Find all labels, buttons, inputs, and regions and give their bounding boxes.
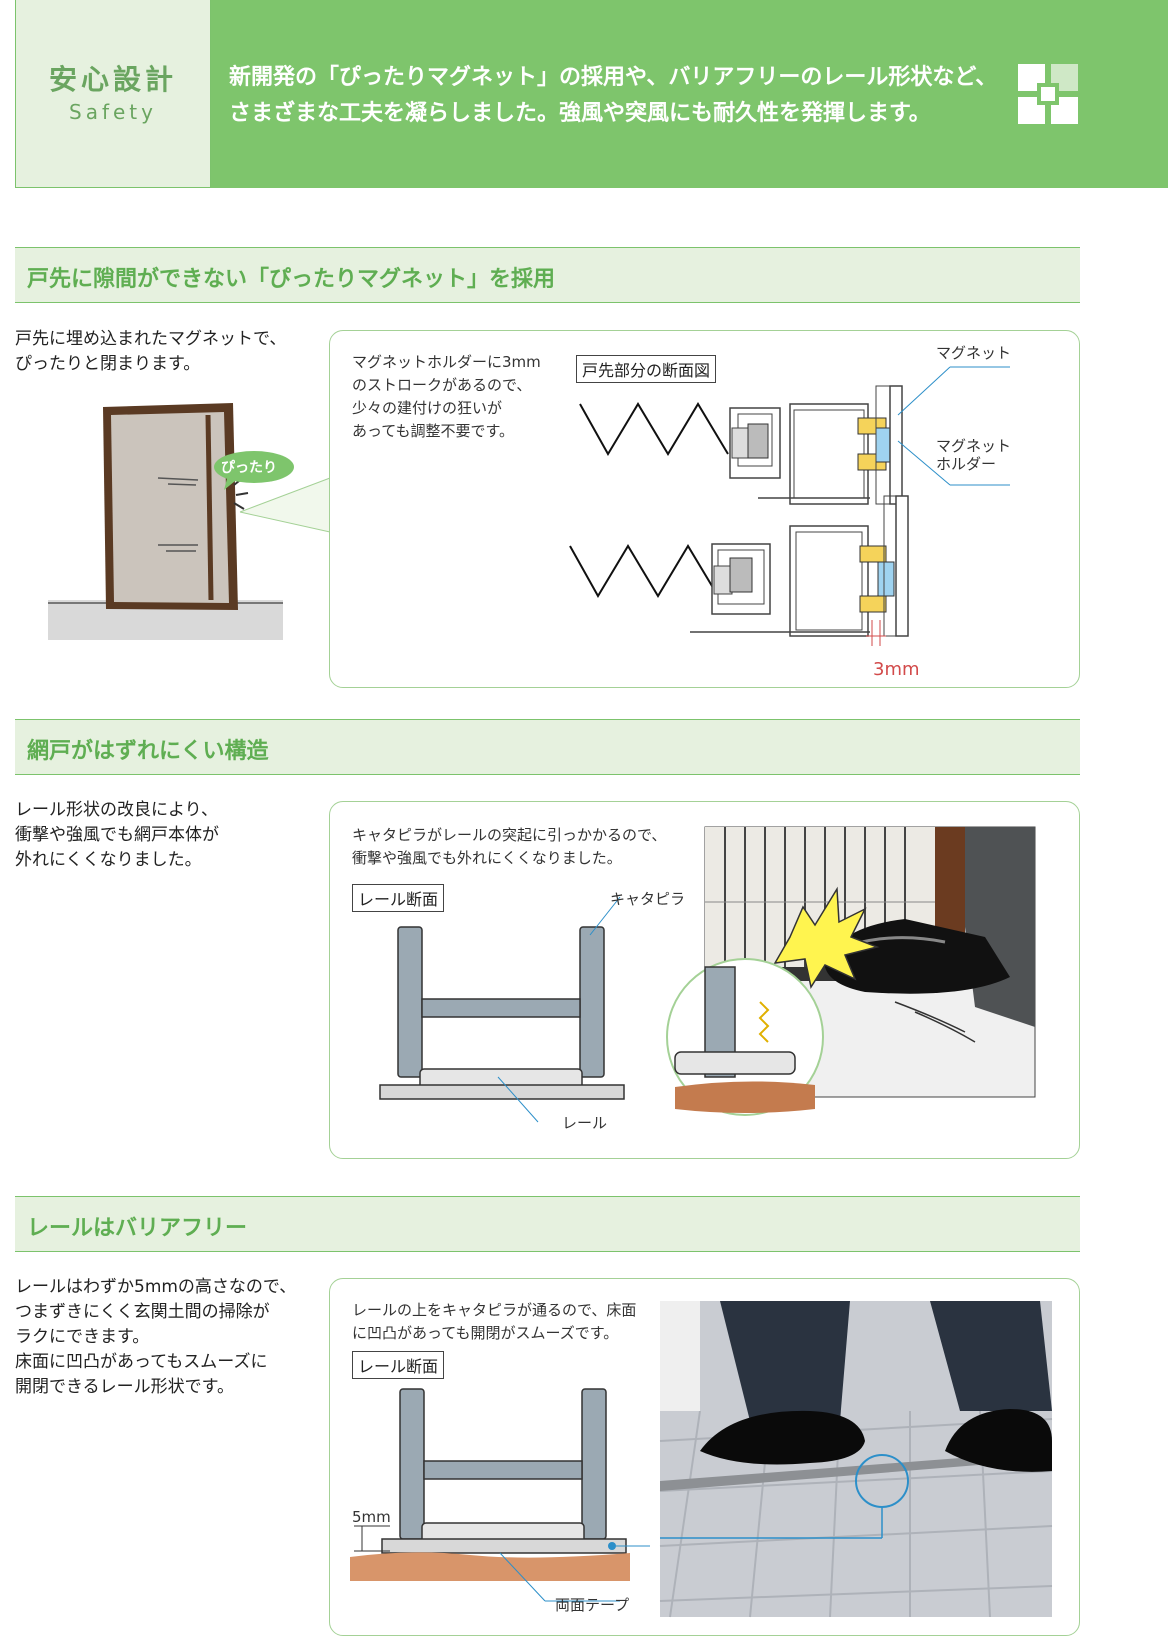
rail-structure-panel: キャタピラがレールの突起に引っかかるので、 衝撃や強風でも外れにくくなりました。… [329,801,1080,1159]
label-holder: マグネット ホルダー [936,437,1011,473]
note-line: 衝撃や強風でも外れにくくなりました。 [352,849,622,867]
label-tape: 両面テープ [555,1596,630,1614]
cross-section-label: 戸先部分の断面図 [576,355,717,383]
header-title-jp: 安心設計 [48,63,177,96]
label-rail: レール [562,1114,608,1132]
label-height: 5mm [352,1508,391,1526]
panel-note: キャタピラがレールの突起に引っかかるので、 衝撃や強風でも外れにくくなりました。 [352,824,666,870]
note-line: に凹凸があっても開閉がスムーズです。 [352,1324,619,1342]
section-description: レールはわずか5mmの高さなので、 つまずきにくく玄関土間の掃除が ラクにできま… [15,1275,296,1400]
header-title-block: 安心設計 Safety [15,0,211,188]
floor-photo-illustration [659,1301,1053,1618]
description-line: 開閉できるレール形状です。 [15,1377,234,1397]
note-line: レールの上をキャタピラが通るので、床面 [352,1301,637,1319]
label-holder-line: マグネット [936,437,1012,455]
section-description: レール形状の改良により、 衝撃や強風でも網戸本体が 外れにくくなりました。 [15,798,219,873]
header-text: 新開発の「ぴったりマグネット」の採用や、バリアフリーのレール形状など、 さまざま… [229,60,997,132]
label-magnet: マグネット [936,344,1012,362]
note-line: あっても調整不要です。 [352,422,515,440]
section-description: 戸先に埋め込まれたマグネットで、 ぴったりと閉まります。 [15,327,286,377]
door-illustration [48,403,294,640]
description-line: 床面に凹凸があってもスムーズに [15,1352,268,1372]
section-heading-barrier-free: レールはバリアフリー [15,1196,1080,1252]
note-line: マグネットホルダーに3mm [352,353,541,371]
note-line: 少々の建付けの狂いが [352,399,503,417]
description-line: 外れにくくなりました。 [15,850,202,870]
note-line: のストロークがあるので、 [352,376,532,394]
description-line: 戸先に埋め込まれたマグネットで、 [15,329,287,349]
description-line: つまずきにくく玄関土間の掃除が [15,1302,270,1322]
header-title-en: Safety [69,100,157,124]
section-heading-text: 網戸がはずれにくい構造 [27,739,269,764]
note-line: キャタピラがレールの突起に引っかかるので、 [352,826,667,844]
rail-section-label: レール断面 [352,1351,445,1379]
header-banner: 新開発の「ぴったりマグネット」の採用や、バリアフリーのレール形状など、 さまざま… [211,0,1168,188]
magnet-cross-section-bottom [569,495,909,646]
description-line: レール形状の改良により、 [15,800,218,820]
section-heading-structure: 網戸がはずれにくい構造 [15,719,1080,775]
barrier-free-panel: レールの上をキャタピラが通るので、床面 に凹凸があっても開閉がスムーズです。 レ… [329,1278,1080,1636]
description-line: レールはわずか5mmの高さなので、 [15,1277,297,1297]
rail-cross-section [379,896,625,1123]
callout-pointer [239,477,331,533]
kick-illustration [666,826,1036,1116]
description-line: ラクにできます。 [15,1327,150,1347]
rail-section-label: レール断面 [352,884,445,912]
label-holder-line: ホルダー [936,455,997,473]
label-stroke: 3mm [873,659,920,680]
grid-logo-icon [1018,64,1078,124]
panel-note: レールの上をキャタピラが通るので、床面 に凹凸があっても開閉がスムーズです。 [352,1299,636,1345]
barrier-free-rail-section [350,1388,650,1602]
section-heading-text: レールはバリアフリー [27,1216,248,1241]
pittari-bubble-label: ぴったり [221,460,277,476]
magnet-leader-lines [897,366,1010,486]
description-line: ぴったりと閉まります。 [15,354,201,374]
magnet-detail-panel: マグネットホルダーに3mm のストロークがあるので、 少々の建付けの狂いが あっ… [329,330,1080,688]
bubble-shape [214,451,294,483]
header-line-2: さまざまな工夫を凝らしました。強風や突風にも耐久性を発揮します。 [229,101,931,126]
panel-note: マグネットホルダーに3mm のストロークがあるので、 少々の建付けの狂いが あっ… [352,351,541,443]
magnet-cross-section-top [579,385,903,505]
section-heading-magnet: 戸先に隙間ができない「ぴったりマグネット」を採用 [15,247,1080,303]
header-line-1: 新開発の「ぴったりマグネット」の採用や、バリアフリーのレール形状など、 [229,65,998,90]
section-heading-text: 戸先に隙間ができない「ぴったりマグネット」を採用 [27,267,556,292]
label-caterpillar: キャタピラ [610,890,686,908]
description-line: 衝撃や強風でも網戸本体が [15,825,219,845]
